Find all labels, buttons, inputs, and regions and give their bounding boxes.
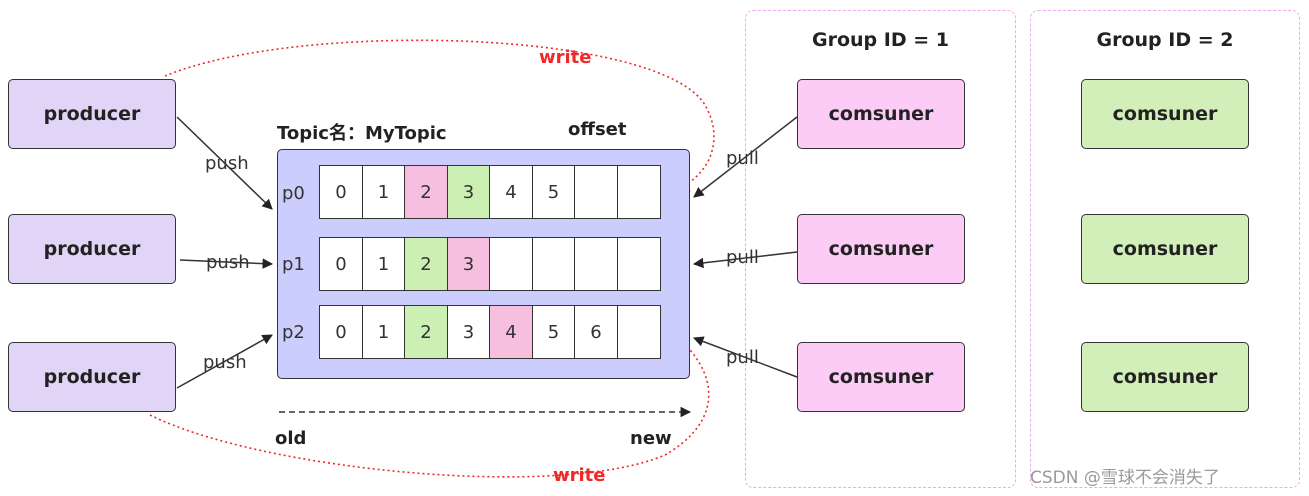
offset-cell: 4 xyxy=(489,305,533,359)
write-curve-bottom xyxy=(149,335,710,478)
group-2-consumer-1: comsuner xyxy=(1081,79,1249,149)
offset-cell: 1 xyxy=(361,305,406,359)
partition-label-p2: p2 xyxy=(282,322,305,343)
topic-title: Topic名：MyTopic xyxy=(277,123,447,144)
offset-cell: 3 xyxy=(446,165,491,219)
offset-cell: 2 xyxy=(404,165,448,219)
offset-cell: 2 xyxy=(404,305,448,359)
group-2-consumer-3: comsuner xyxy=(1081,342,1249,412)
group-1-consumer-3: comsuner xyxy=(797,342,965,412)
group-1-consumer-1: comsuner xyxy=(797,79,965,149)
producer-box-3: producer xyxy=(8,342,176,412)
offset-cell: 1 xyxy=(361,237,406,291)
partition-label-p0: p0 xyxy=(282,183,305,204)
offset-label: offset xyxy=(568,119,627,140)
partition-label-p1: p1 xyxy=(282,254,305,275)
offset-cell xyxy=(616,165,661,219)
pull-label-2: pull xyxy=(726,247,759,268)
new-label: new xyxy=(630,428,672,449)
offset-cell xyxy=(574,165,618,219)
offset-cell: 0 xyxy=(319,165,363,219)
push-arrow-1 xyxy=(176,116,273,210)
producer-box-2: producer xyxy=(8,214,176,284)
producer-box-1: producer xyxy=(8,79,176,149)
consumer-group-2 xyxy=(1030,10,1300,488)
offset-cell: 5 xyxy=(531,305,576,359)
offset-cell: 3 xyxy=(446,305,491,359)
pull-label-3: pull xyxy=(726,347,759,368)
offset-cell: 1 xyxy=(361,165,406,219)
write-label-top: write xyxy=(539,47,592,68)
offset-cell: 4 xyxy=(489,165,533,219)
offset-cell: 2 xyxy=(404,237,448,291)
offset-cell xyxy=(574,237,618,291)
offset-cell: 6 xyxy=(574,305,618,359)
pull-label-1: pull xyxy=(726,148,759,169)
push-label-3: push xyxy=(203,352,247,373)
push-arrow-2 xyxy=(179,258,274,269)
push-label-2: push xyxy=(206,252,250,273)
group-2-consumer-2: comsuner xyxy=(1081,214,1249,284)
offset-cell: 3 xyxy=(446,237,491,291)
push-arrow-3 xyxy=(176,334,273,389)
write-label-bottom: write xyxy=(553,465,606,486)
offset-cell: 0 xyxy=(319,237,363,291)
old-label: old xyxy=(275,428,307,449)
watermark: CSDN @雪球不会消失了 xyxy=(1030,468,1220,488)
offset-cell xyxy=(616,305,661,359)
group-2-title: Group ID = 2 xyxy=(1096,29,1234,51)
consumer-group-1 xyxy=(745,10,1016,488)
group-1-title: Group ID = 1 xyxy=(812,29,949,51)
offset-cell xyxy=(489,237,533,291)
push-label-1: push xyxy=(205,153,249,174)
offset-cell xyxy=(531,237,576,291)
write-curve-top xyxy=(164,39,715,192)
offset-cell xyxy=(616,237,661,291)
offset-cell: 0 xyxy=(319,305,363,359)
offset-cell: 5 xyxy=(531,165,576,219)
group-1-consumer-2: comsuner xyxy=(797,214,965,284)
